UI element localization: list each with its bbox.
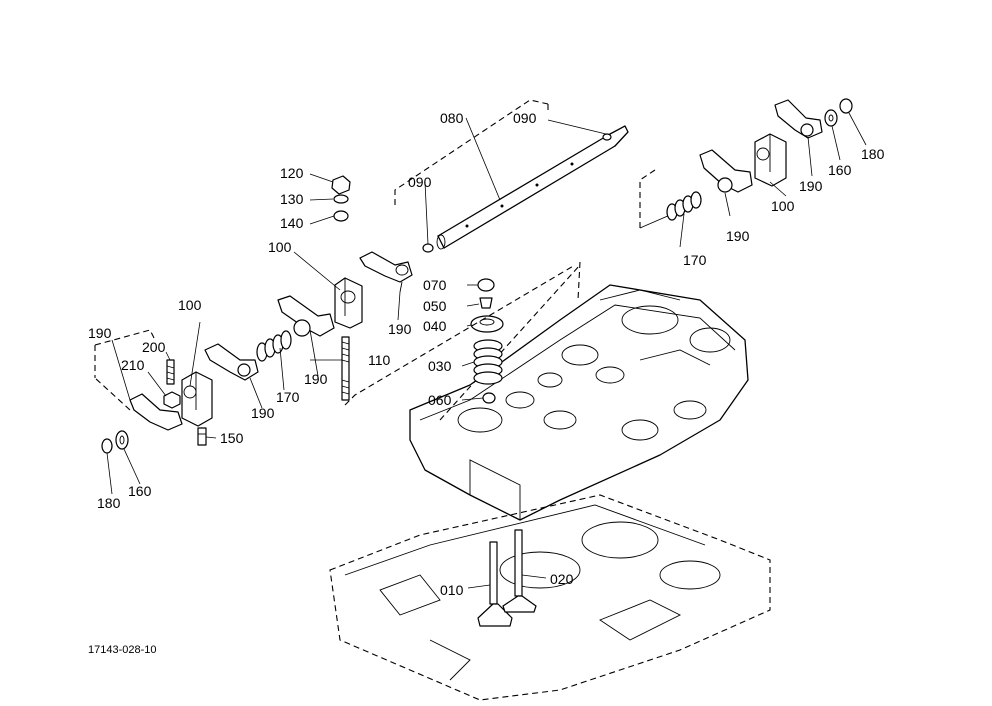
valve-spring xyxy=(473,339,503,385)
callout-170-right: 170 xyxy=(683,252,707,268)
callout-100-left: 100 xyxy=(178,297,202,313)
callout-100-center: 100 xyxy=(268,239,292,255)
callout-060: 060 xyxy=(428,392,452,408)
callout-020: 020 xyxy=(550,571,574,587)
callout-150: 150 xyxy=(220,430,244,446)
rocker-bracket-right xyxy=(754,133,787,187)
shaft-plug-right xyxy=(602,133,612,141)
callout-190-upper: 190 xyxy=(388,321,412,337)
callout-140: 140 xyxy=(280,215,304,231)
washer-b xyxy=(333,210,349,222)
rocker-spring-right xyxy=(666,191,702,221)
callout-130: 130 xyxy=(280,191,304,207)
callout-090-upper: 090 xyxy=(513,110,537,126)
rocker-bracket-left xyxy=(181,371,213,427)
callout-170-center: 170 xyxy=(276,389,300,405)
callout-180-right: 180 xyxy=(861,146,885,162)
callout-160-left: 160 xyxy=(128,483,152,499)
circlip-left xyxy=(101,438,113,454)
rocker-arm-right-b xyxy=(774,99,823,139)
rocker-arm-left-a xyxy=(204,343,259,381)
left-dashed-frame xyxy=(94,329,156,411)
adjusting-screw xyxy=(166,359,175,385)
callout-070: 070 xyxy=(423,277,447,293)
cylinder-head xyxy=(409,261,749,521)
callout-190-center: 190 xyxy=(304,371,328,387)
right-dashed-frame xyxy=(639,169,671,229)
pipe-fitting xyxy=(197,427,207,446)
washer-a xyxy=(333,194,349,204)
rocker-arm-left-b xyxy=(129,393,183,431)
lock-nut xyxy=(163,391,181,409)
valve-collet xyxy=(479,297,493,309)
rocker-bracket-center xyxy=(334,277,363,329)
callout-050: 050 xyxy=(423,298,447,314)
callout-010: 010 xyxy=(440,582,464,598)
callout-160-right: 160 xyxy=(828,162,852,178)
callout-180-left: 180 xyxy=(97,495,121,511)
intake-valve xyxy=(477,541,513,627)
callout-120: 120 xyxy=(280,165,304,181)
callout-030: 030 xyxy=(428,358,452,374)
callout-190-far-left: 190 xyxy=(88,325,112,341)
callout-190-right-b: 190 xyxy=(799,178,823,194)
callout-110: 110 xyxy=(368,352,391,368)
washer-left xyxy=(115,430,129,450)
rocker-spring-center xyxy=(256,330,292,362)
nut xyxy=(331,175,351,195)
rocker-arm-center xyxy=(277,295,335,337)
callout-190-lower: 190 xyxy=(251,405,275,421)
valve-cap xyxy=(477,278,495,292)
callout-190-right-a: 190 xyxy=(726,228,750,244)
rocker-arm-upper xyxy=(359,251,413,293)
callout-080: 080 xyxy=(440,110,464,126)
stud-bolt xyxy=(341,336,350,401)
diagram-reference-number: 17143-028-10 xyxy=(88,644,157,656)
callout-040: 040 xyxy=(423,318,447,334)
callout-210: 210 xyxy=(121,357,145,373)
callout-200: 200 xyxy=(142,339,166,355)
shaft-plug-left xyxy=(422,243,434,253)
circlip-right xyxy=(839,98,853,114)
exhaust-valve xyxy=(502,529,537,613)
rocker-shaft-group xyxy=(344,99,629,406)
cylinder-block xyxy=(329,494,771,701)
valve-stem-seal xyxy=(482,392,496,404)
callout-labels: 080 090 090 120 130 140 100 100 100 190 … xyxy=(88,110,885,598)
rocker-arm-right-a xyxy=(699,149,753,193)
callout-090-left: 090 xyxy=(408,174,432,190)
spring-retainer xyxy=(470,315,504,333)
washer-right xyxy=(824,109,838,127)
leader-lines xyxy=(106,112,867,589)
callout-100-right: 100 xyxy=(771,198,795,214)
